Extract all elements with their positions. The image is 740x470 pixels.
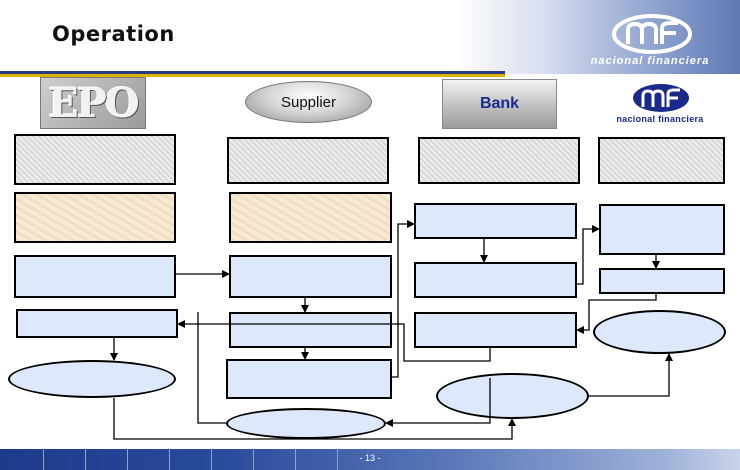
footer-bar (0, 449, 740, 470)
footer-segment (254, 449, 296, 470)
footer-segment (44, 449, 86, 470)
nafin-step-box-2 (599, 268, 725, 294)
arrow-bank-oval-to-nafin-oval (589, 353, 673, 397)
title-rule-gold (0, 74, 505, 77)
arrow-epo-oval-to-bank-oval (113, 398, 516, 440)
footer-segment (14, 449, 44, 470)
supplier-granite-box (227, 137, 389, 184)
footer-segment (212, 449, 254, 470)
arrow-bank-to-supplier-oval (385, 378, 491, 427)
arrow-supplier-to-bank (392, 220, 415, 378)
bank-step-box-2 (414, 262, 577, 298)
arrow-bank-to-nafin (577, 225, 600, 285)
footer-segment (86, 449, 128, 470)
line-epo-to-supplier-oval (197, 312, 226, 424)
header-background (455, 0, 740, 74)
supplier-step-box-3 (226, 359, 392, 399)
page-number: - 13 - (359, 453, 381, 463)
footer-segment (128, 449, 170, 470)
supplier-tan-box (229, 192, 392, 243)
epo-step-box-1 (14, 255, 176, 298)
epo-granite-box (14, 134, 176, 185)
nafin-oval (593, 310, 726, 354)
nafin-logo-text: nacional financiera (616, 114, 704, 124)
nafin-logo-icon (633, 84, 689, 112)
bank-step-box-3 (414, 312, 577, 348)
supplier-label: Supplier (245, 81, 372, 123)
nafin-granite-box (598, 137, 725, 184)
arrow-bank-to-epo (177, 320, 491, 362)
epo-tan-box (14, 192, 176, 243)
footer-segment (170, 449, 212, 470)
epo-logo: EPO (40, 77, 146, 129)
footer-segment (296, 449, 338, 470)
supplier-step-box-2 (229, 312, 392, 348)
supplier-oval (226, 408, 386, 439)
bank-label: Bank (442, 79, 557, 129)
nafin-header-logo-icon (612, 14, 692, 54)
epo-step-box-2 (16, 309, 178, 338)
nafin-step-box-1 (599, 204, 725, 255)
supplier-step-box-1 (229, 255, 392, 298)
bank-granite-box (418, 137, 580, 184)
arrow-nafin-to-bank (576, 294, 657, 334)
bank-step-box-1 (414, 203, 577, 239)
epo-oval (8, 360, 176, 398)
page-title: Operation (52, 22, 175, 46)
title-rule-blue (0, 71, 505, 74)
header-logo-text: nacional financiera (590, 55, 710, 67)
